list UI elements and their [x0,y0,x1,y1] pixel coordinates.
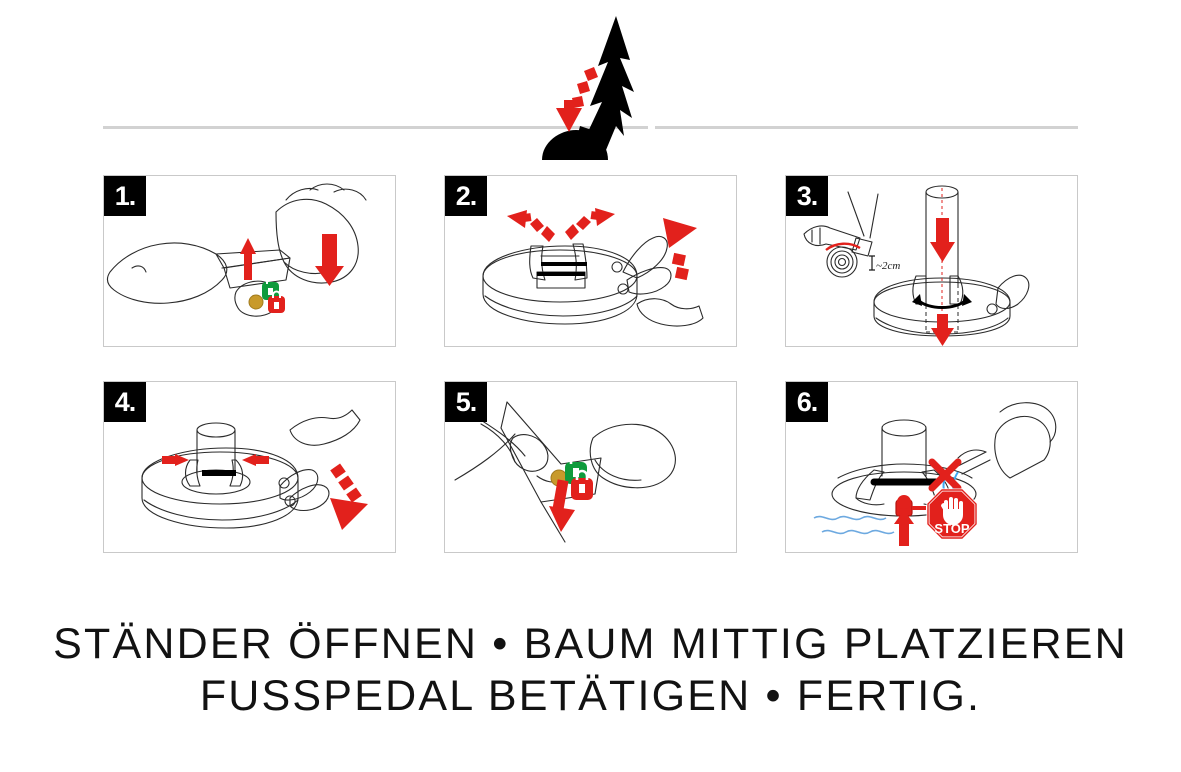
cut-length-label: ~2cm [876,260,900,272]
step-illustration-3: ~2cm [803,185,1030,346]
red-closed-padlock-icon [571,469,593,500]
caption-line-2: FUSSPEDAL BETÄTIGEN • FERTIG. [199,672,982,720]
header-rule-left [103,126,648,129]
step-panel-1: 1. [103,175,396,347]
arrow-up-right-icon [663,218,697,281]
instruction-panel-grid: 1. [103,175,1079,553]
header-rule-right [655,126,1078,129]
step-panel-5: 5. [444,381,737,553]
arrow-left-close-icon [242,454,269,466]
step-number-6: 6. [786,382,828,422]
step-number-3: 3. [786,176,828,216]
step-illustration-6: STOP [813,402,1057,546]
forbidden-cross-icon [928,458,962,492]
arrow-down-bottom-icon [931,314,954,346]
christmas-tree-stand-logo [542,16,634,160]
arrow-right-close-icon [162,454,189,466]
step-illustration-5 [454,401,676,543]
arrow-down-right-icon [330,463,368,530]
arrow-up-icon [240,238,256,280]
stop-sign-label: STOP [934,521,969,536]
step-number-2: 2. [445,176,487,216]
arrow-right-spread-icon [565,208,615,240]
arrow-down-icon [315,234,344,286]
step-panel-4: 4. [103,381,396,553]
arrow-down-icon [549,479,575,532]
step-panel-6: 6. [785,381,1078,553]
step-panel-2: 2. [444,175,737,347]
indicator-dot [248,294,264,310]
step-number-4: 4. [104,382,146,422]
green-open-padlock-icon [262,276,279,300]
arrow-left-spread-icon [507,210,555,242]
header [0,0,1181,170]
instruction-caption: STÄNDER ÖFFNEN • BAUM MITTIG PLATZIEREN … [0,618,1181,722]
step-number-1: 1. [104,176,146,216]
step-illustration-2 [482,208,704,327]
step-illustration-1 [106,183,367,317]
step-number-5: 5. [445,382,487,422]
arrow-down-icon [930,218,955,262]
step-illustration-4 [141,409,368,530]
step-panel-3: 3. [785,175,1078,347]
stop-sign-icon: STOP [926,488,978,540]
caption-line-1: STÄNDER ÖFFNEN • BAUM MITTIG PLATZIEREN [53,620,1128,668]
red-closed-padlock-icon [268,290,285,313]
arrow-up-icon [894,510,914,546]
